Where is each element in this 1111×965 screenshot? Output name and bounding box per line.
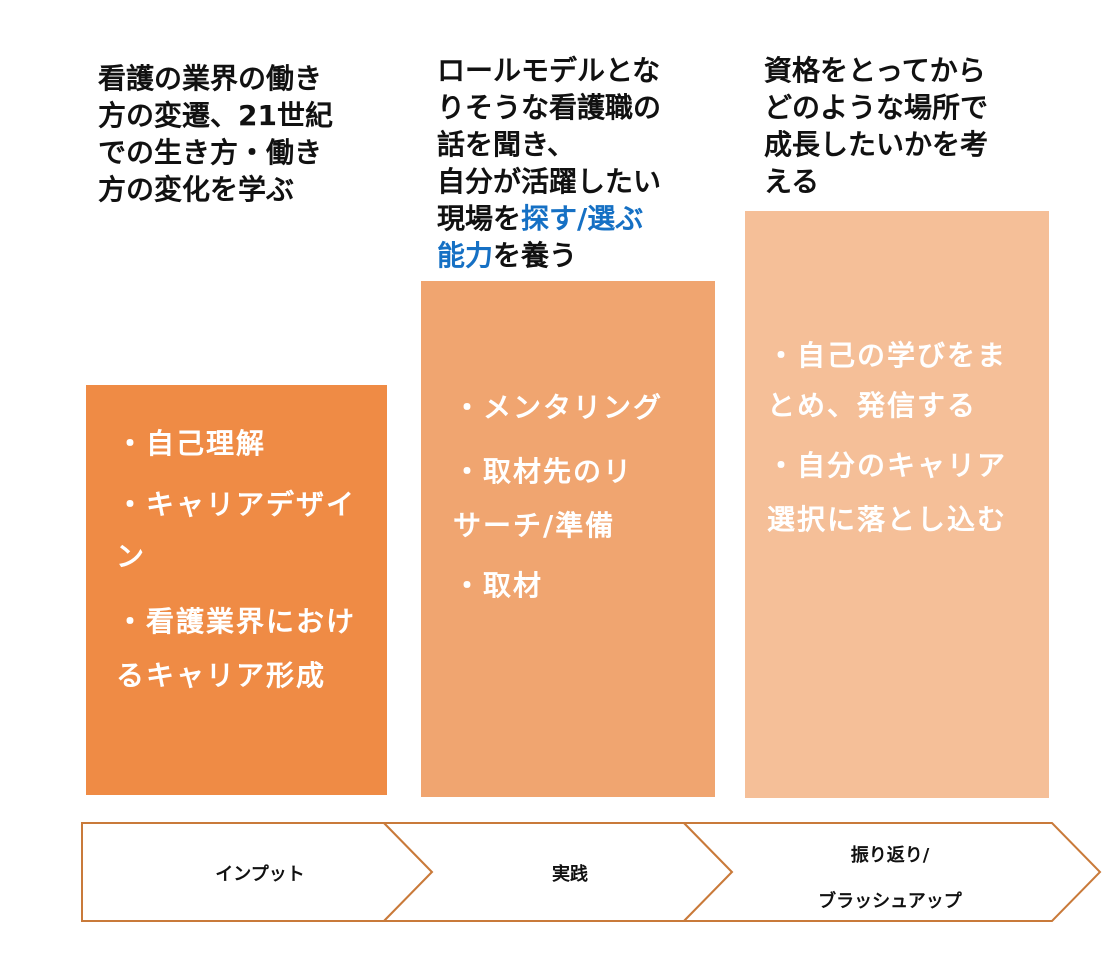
- column-3-heading-line: える: [764, 165, 820, 198]
- column-2-heading-line: りそうな看護職の: [437, 91, 662, 124]
- item-line: ン: [116, 540, 147, 573]
- column-2-box: ・メンタリング ・取材先のリ サーチ/準備 ・取材: [421, 281, 715, 797]
- column-1-item: ・自己理解: [116, 417, 377, 471]
- column-1-heading-line: 方の変遷、21世紀: [98, 99, 333, 132]
- item-line: ・自分のキャリア: [767, 449, 1008, 482]
- flow-step-1-label: インプット: [180, 860, 340, 886]
- flow-step-label-line: インプット: [215, 864, 305, 885]
- column-3-item: ・自分のキャリア 選択に落とし込む: [767, 439, 1039, 547]
- column-1-heading-line: 方の変化を学ぶ: [98, 173, 295, 206]
- item-line: ・自己理解: [116, 427, 267, 460]
- item-line: とめ、発信する: [767, 389, 978, 422]
- item-line: ・メンタリング: [453, 391, 664, 424]
- column-1-item: ・看護業界におけ るキャリア形成: [116, 595, 377, 703]
- item-line: ・自己の学びをま: [767, 339, 1008, 372]
- item-line: 選択に落とし込む: [767, 503, 1008, 536]
- item-line: ・取材: [453, 569, 544, 602]
- item-line: サーチ/準備: [453, 509, 616, 542]
- item-line: ・看護業界におけ: [116, 605, 357, 638]
- column-1-box: ・自己理解 ・キャリアデザイ ン ・看護業界におけ るキャリア形成: [86, 385, 387, 795]
- flow-step-label-line: ブラッシュアップ: [818, 891, 962, 912]
- item-line: ・取材先のリ: [453, 455, 634, 488]
- flow-step-label-line: 実践: [552, 864, 588, 885]
- column-2-item: ・取材: [453, 559, 705, 613]
- flow-step-3-chevron: [681, 822, 1102, 922]
- column-1-item: ・キャリアデザイ ン: [116, 479, 377, 583]
- column-1-heading-line: 看護の業界の働き: [98, 62, 323, 95]
- column-2-heading-line: 自分が活躍したい: [437, 165, 662, 198]
- column-2-heading-line: ロールモデルとな: [437, 54, 661, 87]
- flow-step-label-line: 振り返り/: [850, 845, 930, 866]
- item-line: るキャリア形成: [116, 659, 327, 692]
- heading-text: 現場を: [437, 202, 522, 235]
- column-2-item: ・メンタリング: [453, 381, 705, 435]
- column-1-heading: 看護の業界の働き 方の変遷、21世紀 での生き方・働き 方の変化を学ぶ: [98, 60, 333, 208]
- column-3-heading-line: どのような場所で: [764, 91, 989, 124]
- column-3-heading: 資格をとってから どのような場所で 成長したいかを考 える: [764, 52, 988, 200]
- column-3-heading-line: 資格をとってから: [764, 54, 986, 87]
- flow-step-2-label: 実践: [510, 860, 630, 886]
- item-line: ・キャリアデザイ: [116, 488, 357, 521]
- flow-step-3-label: 振り返り/ ブラッシュアップ: [790, 836, 990, 922]
- heading-text: を養う: [493, 239, 578, 272]
- column-2-heading-line: 話を聞き、: [437, 128, 576, 161]
- column-2-heading-line: 現場を探す/選ぶ: [437, 200, 661, 237]
- heading-highlight: 探す/選ぶ: [521, 202, 644, 235]
- column-2-item: ・取材先のリ サーチ/準備: [453, 445, 705, 553]
- column-3-item: ・自己の学びをま とめ、発信する: [767, 331, 1039, 431]
- heading-highlight: 能力: [437, 239, 494, 272]
- column-2-heading: ロールモデルとな りそうな看護職の 話を聞き、 自分が活躍したい 現場を探す/選…: [437, 52, 661, 274]
- column-3-heading-line: 成長したいかを考: [764, 128, 989, 161]
- column-3-box: ・自己の学びをま とめ、発信する ・自分のキャリア 選択に落とし込む: [745, 211, 1049, 798]
- column-1-heading-line: での生き方・働き: [98, 136, 323, 169]
- column-2-heading-line: 能力を養う: [437, 237, 661, 274]
